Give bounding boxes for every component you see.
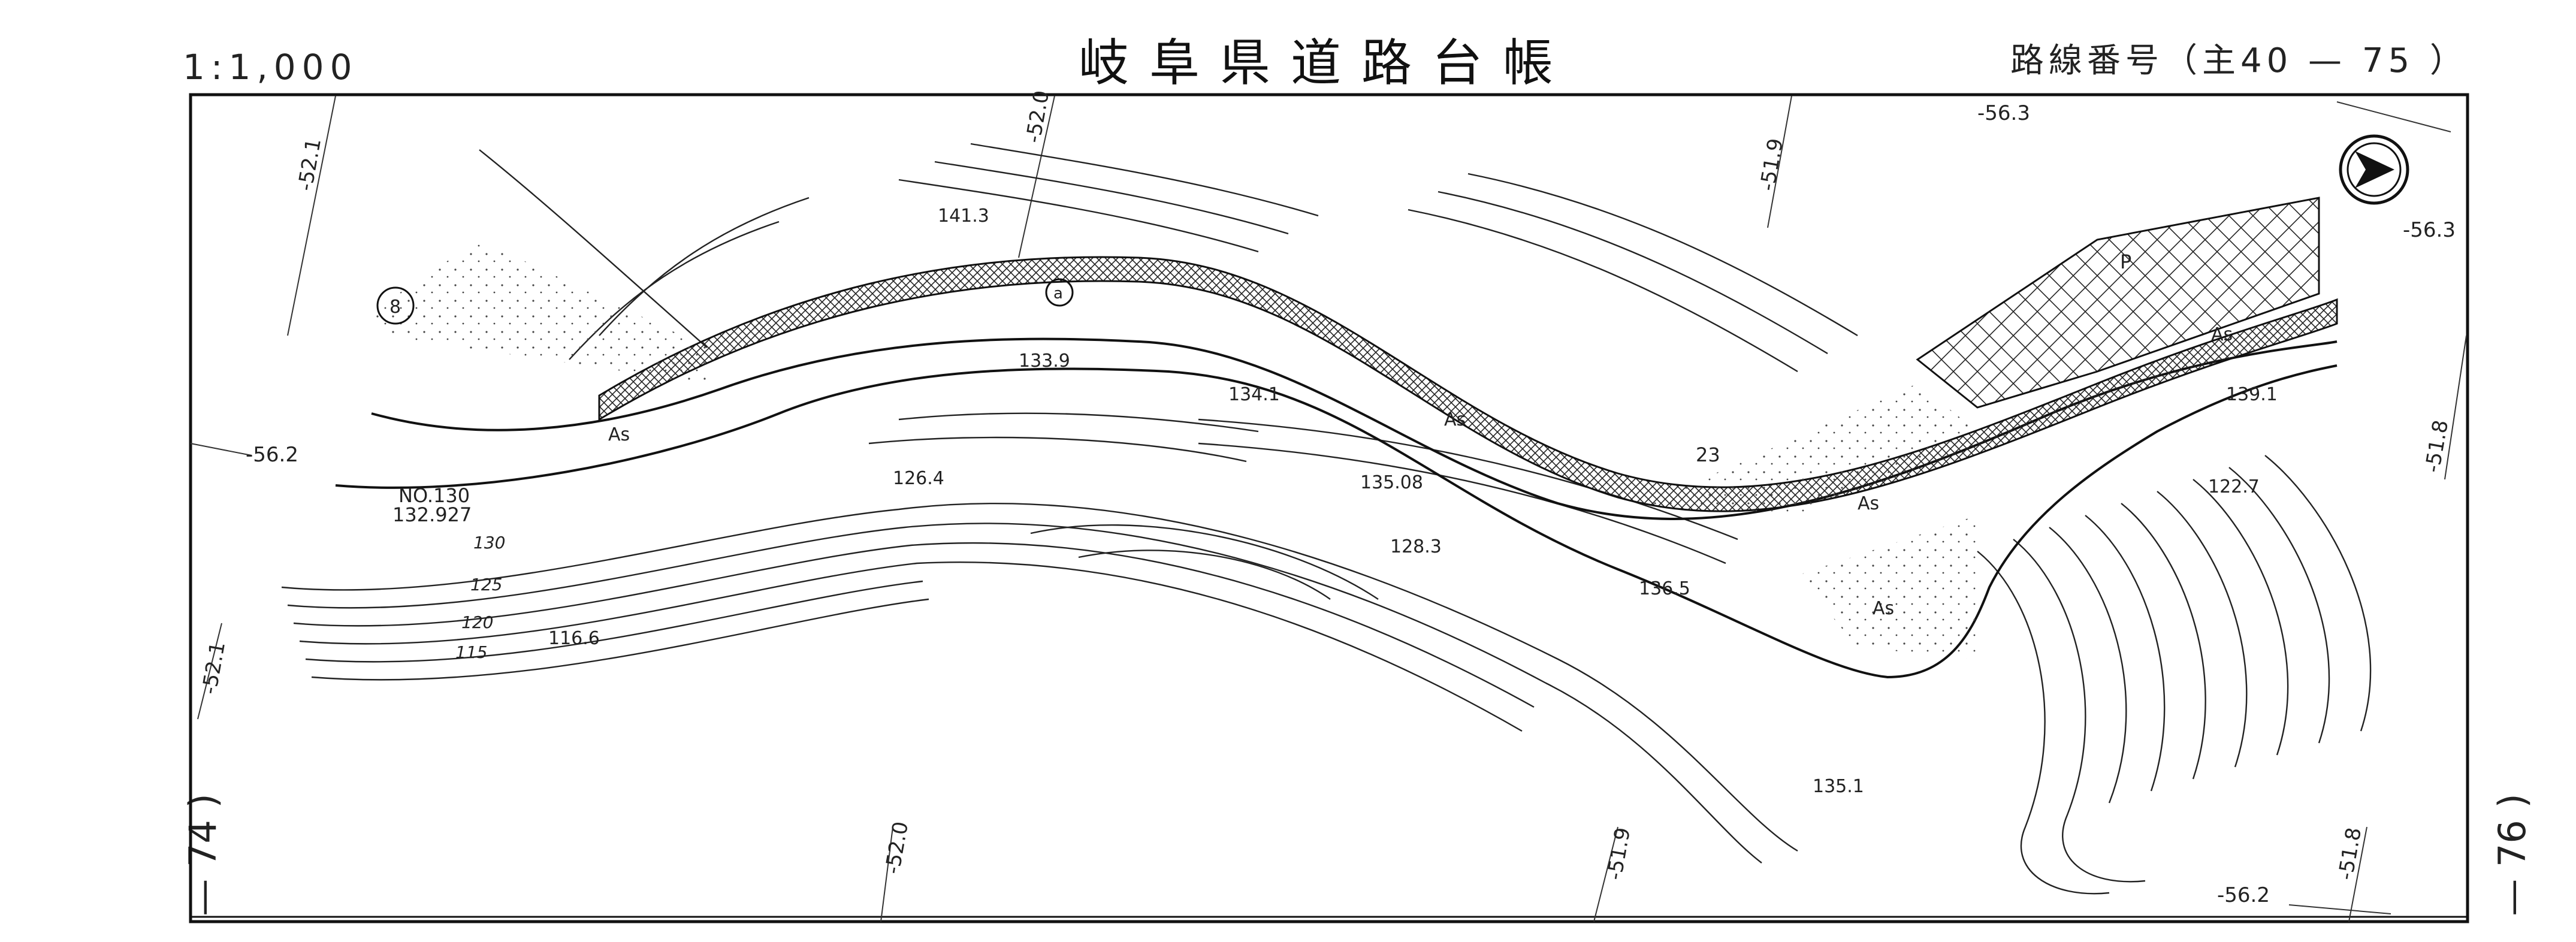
point-label: 23 — [1696, 443, 1720, 466]
grid-label: -56.3 — [2403, 218, 2456, 242]
asphalt-symbol: As — [2211, 324, 2233, 345]
contour-label: 125 — [470, 575, 502, 594]
elevation-label: 141.3 — [938, 206, 989, 227]
dotted-area-left — [372, 240, 707, 384]
contour-label: 130 — [473, 533, 505, 552]
elevation-label: 136.5 — [1639, 578, 1690, 599]
page-title: 岐阜県道路台帳 — [1079, 34, 1574, 92]
elevation-label: 122.7 — [2208, 476, 2260, 497]
parking-symbol: P — [2120, 250, 2131, 273]
elevation-label: 135.08 — [1360, 472, 1423, 493]
elevation-label: 128.3 — [1390, 536, 1442, 557]
marker-circle: 8 — [376, 286, 415, 325]
grid-label: -52.0 — [880, 820, 913, 876]
route-number: 路線番号（主40 — 75 ） — [2010, 41, 2468, 80]
grid-label: -51.9 — [1602, 826, 1635, 882]
grid-label: -52.0 — [1021, 89, 1054, 145]
elevation-label: 133.9 — [1019, 351, 1070, 372]
svg-text:8: 8 — [389, 297, 401, 318]
slope-mesh-band — [598, 256, 2338, 512]
grid-lines — [190, 95, 2467, 922]
station-elevation: 132.927 — [392, 503, 472, 526]
grid-label: -56.2 — [246, 443, 298, 467]
map-frame — [189, 93, 2469, 923]
grid-label: -51.8 — [2333, 826, 2366, 882]
asphalt-symbol: As — [608, 424, 630, 445]
grid-label: -52.1 — [293, 137, 326, 193]
dotted-area-right — [1798, 515, 1977, 659]
elevation-label: 116.6 — [548, 628, 600, 649]
elevation-label: 135.1 — [1813, 776, 1864, 797]
marker-circle: a — [1045, 278, 1074, 307]
station-number: NO.130 — [398, 484, 470, 507]
grid-label: -51.8 — [2420, 418, 2453, 475]
contour-lines — [281, 143, 2372, 895]
grid-label: -51.9 — [1755, 137, 1788, 193]
grid-label: -56.3 — [1977, 101, 2030, 125]
elevation-label: 134.1 — [1228, 384, 1280, 405]
parking-crosshatch — [1916, 197, 2320, 409]
elevation-label: 139.1 — [2226, 384, 2278, 405]
svg-text:a: a — [1053, 285, 1063, 303]
elevation-label: 126.4 — [893, 468, 944, 489]
dotted-area-mid — [1648, 384, 1977, 515]
grid-label: -52.1 — [197, 640, 230, 696]
contour-label: 120 — [461, 612, 493, 632]
grid-label: -56.2 — [2217, 883, 2270, 907]
north-arrow-icon — [2339, 134, 2409, 205]
asphalt-symbol: As — [1873, 598, 1894, 619]
map-scale: 1:1,000 — [183, 47, 358, 87]
asphalt-symbol: As — [1444, 409, 1466, 430]
contour-label: 115 — [455, 642, 487, 662]
asphalt-symbol: As — [1858, 493, 1879, 514]
